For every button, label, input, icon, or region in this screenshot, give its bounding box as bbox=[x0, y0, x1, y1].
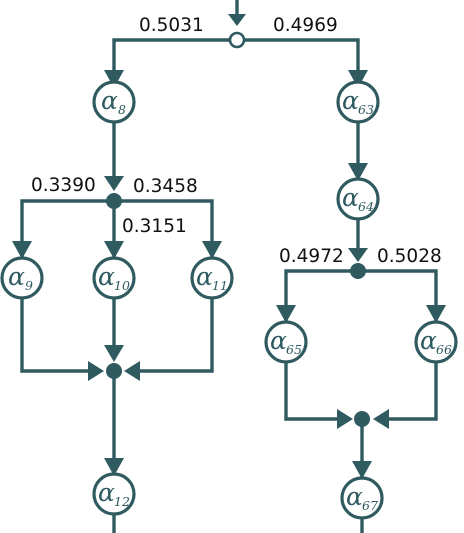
node-subscript: 63 bbox=[358, 102, 374, 117]
node-subscript: 8 bbox=[118, 102, 126, 117]
arrowhead-left-merge-right bbox=[124, 361, 140, 381]
junction-left-merge bbox=[106, 363, 122, 379]
node-symbol: α bbox=[196, 262, 213, 291]
arrowhead-left-merge-top bbox=[104, 345, 124, 362]
node-alpha-12[interactable]: α 12 bbox=[92, 472, 136, 516]
node-alpha-11[interactable]: α 11 bbox=[190, 256, 234, 300]
arrowhead-alpha9 bbox=[12, 241, 32, 259]
prob-right-split-right: 0.5028 bbox=[377, 246, 442, 267]
arrowhead-right-junction bbox=[348, 248, 368, 262]
arrowhead-entry bbox=[228, 14, 246, 26]
arrowhead-alpha63 bbox=[348, 70, 368, 88]
node-alpha-63[interactable]: α 63 bbox=[336, 80, 380, 124]
arrowhead-alpha66 bbox=[426, 305, 446, 323]
arrowhead-alpha64 bbox=[348, 163, 368, 181]
prob-top-left: 0.5031 bbox=[139, 15, 204, 36]
prob-left-split-right: 0.3458 bbox=[133, 176, 198, 197]
prob-right-split-left: 0.4972 bbox=[279, 246, 344, 267]
node-subscript: 64 bbox=[358, 199, 374, 214]
node-alpha-67[interactable]: α 67 bbox=[340, 476, 384, 520]
junction-left-split bbox=[106, 193, 122, 209]
edge-left-merge bbox=[20, 297, 214, 373]
node-alpha-9[interactable]: α 9 bbox=[0, 256, 44, 300]
edge-right-merge bbox=[284, 361, 438, 421]
prob-left-split-left: 0.3390 bbox=[31, 175, 96, 196]
arrowhead-alpha12 bbox=[104, 458, 124, 476]
junction-right-split bbox=[350, 263, 366, 279]
junctions bbox=[106, 31, 370, 427]
node-alpha-8[interactable]: α 8 bbox=[92, 80, 136, 124]
node-alpha-65[interactable]: α 65 bbox=[264, 320, 308, 364]
node-subscript: 66 bbox=[436, 342, 452, 357]
node-alpha-10[interactable]: α 10 bbox=[92, 256, 136, 300]
prob-left-split-middle: 0.3151 bbox=[122, 216, 187, 237]
node-symbol: α bbox=[98, 478, 115, 507]
node-subscript: 67 bbox=[362, 498, 378, 513]
arrowhead-left-merge-left bbox=[88, 361, 104, 381]
arrowhead-alpha8 bbox=[104, 70, 124, 88]
node-subscript: 12 bbox=[114, 494, 130, 509]
node-alpha-66[interactable]: α 66 bbox=[414, 320, 458, 364]
junction-top-split bbox=[228, 31, 246, 49]
node-symbol: α bbox=[101, 86, 118, 115]
arrowhead-left-junction bbox=[104, 176, 124, 191]
node-symbol: α bbox=[8, 262, 25, 291]
arrowhead-alpha65 bbox=[276, 305, 296, 323]
arrowhead-alpha67 bbox=[352, 461, 372, 479]
node-subscript: 11 bbox=[212, 278, 228, 293]
node-symbol: α bbox=[420, 326, 437, 355]
arrowhead-right-merge-right bbox=[373, 409, 389, 429]
node-alpha-64[interactable]: α 64 bbox=[336, 177, 380, 221]
node-subscript: 65 bbox=[286, 342, 302, 357]
prob-top-right: 0.4969 bbox=[273, 15, 338, 36]
arrowhead-alpha11 bbox=[202, 241, 222, 259]
node-subscript: 9 bbox=[25, 278, 33, 293]
junction-right-merge bbox=[354, 411, 370, 427]
arrowhead-right-merge-left bbox=[337, 409, 353, 429]
node-symbol: α bbox=[270, 326, 287, 355]
node-subscript: 10 bbox=[114, 278, 130, 293]
arrowheads bbox=[12, 14, 446, 479]
edge-right-split bbox=[284, 269, 438, 322]
node-symbol: α bbox=[98, 262, 115, 291]
node-symbol: α bbox=[346, 482, 363, 511]
node-symbol: α bbox=[342, 183, 359, 212]
node-symbol: α bbox=[342, 86, 359, 115]
probability-labels: 0.5031 0.4969 0.3390 0.3458 0.3151 0.497… bbox=[31, 15, 442, 267]
arrowhead-alpha10 bbox=[104, 241, 124, 259]
